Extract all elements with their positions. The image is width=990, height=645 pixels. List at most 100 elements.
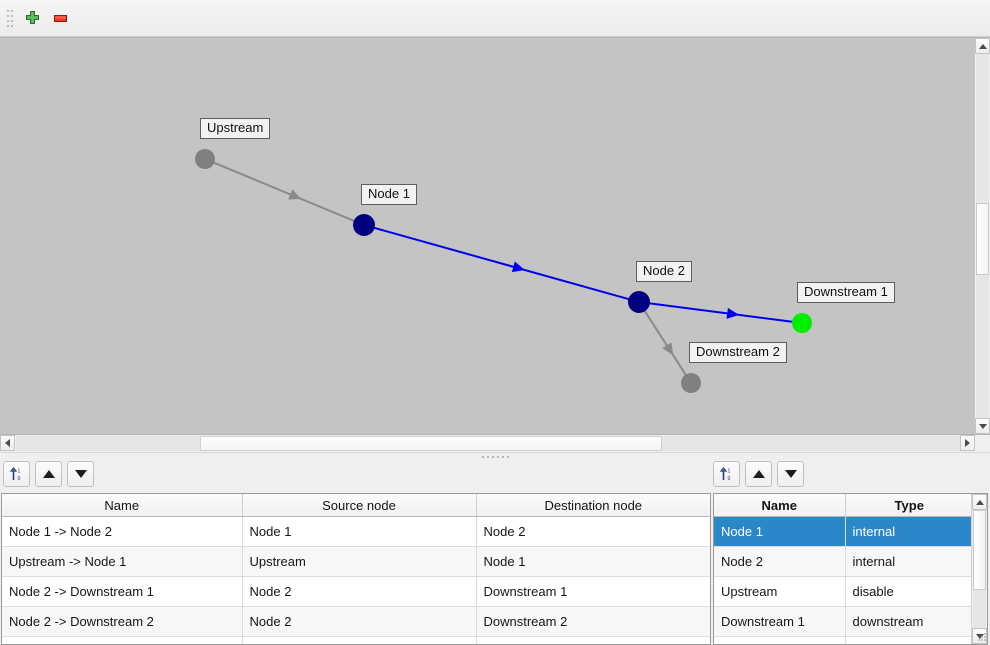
panel-splitter[interactable]	[0, 453, 990, 461]
nodes-table-empty-cell	[714, 636, 846, 644]
drag-grip[interactable]	[4, 7, 12, 29]
edges-table-cell[interactable]: Node 2	[476, 516, 710, 547]
nodes-table-cell[interactable]: disable	[845, 576, 973, 607]
vscroll-track-upper[interactable]	[976, 54, 989, 203]
triangle-up-icon	[42, 470, 55, 478]
triangle-up-icon	[975, 499, 984, 505]
svg-text:9: 9	[727, 476, 730, 482]
edges-table-column-header-1[interactable]: Source node	[242, 494, 477, 517]
edges-table-cell[interactable]: Node 2	[242, 576, 477, 607]
sort-ascending-icon: 1 9	[9, 466, 20, 482]
horizontal-scroll-thumb[interactable]	[200, 436, 662, 451]
edges-table-column-header-0[interactable]: Name	[2, 494, 243, 517]
graph-node-node2[interactable]	[628, 291, 650, 313]
edges-table-cell[interactable]: Node 2	[242, 606, 477, 637]
edges-table-cell[interactable]: Node 2 -> Downstream 2	[2, 606, 243, 637]
nodes-table-scrollbar[interactable]	[971, 494, 987, 644]
nodes-table-cell[interactable]: Node 2	[714, 546, 846, 577]
graph-node-downstream1[interactable]	[792, 313, 812, 333]
triangle-right-icon	[965, 439, 970, 447]
edges-move-up-button[interactable]	[35, 461, 62, 487]
plus-icon	[25, 10, 39, 24]
nodes-table-cell[interactable]: internal	[845, 546, 973, 577]
window-resize-grip[interactable]	[976, 631, 988, 643]
edges-table-cell[interactable]: Upstream -> Node 1	[2, 546, 243, 577]
nodes-move-up-button[interactable]	[745, 461, 772, 487]
node-label-node1[interactable]: Node 1	[361, 184, 417, 205]
node-label-node2[interactable]: Node 2	[636, 261, 692, 282]
graph-edge-upstream-node1[interactable]	[212, 161, 356, 223]
edges-table-toolbar: 1 9	[3, 461, 94, 487]
add-node-button[interactable]	[18, 4, 46, 32]
scroll-left-button[interactable]	[0, 435, 15, 451]
toolbar	[0, 0, 990, 37]
node-label-downstream2[interactable]: Downstream 2	[689, 342, 787, 363]
nodes-table-cell[interactable]: internal	[845, 516, 973, 547]
edges-table-empty-cell	[476, 636, 710, 644]
scroll-up-button[interactable]	[975, 38, 990, 54]
nodes-scroll-thumb[interactable]	[973, 510, 986, 590]
node-label-upstream[interactable]: Upstream	[200, 118, 271, 139]
canvas-vertical-scrollbar[interactable]	[974, 38, 990, 434]
edges-table-cell[interactable]: Node 1 -> Node 2	[2, 516, 243, 547]
scroll-up-button[interactable]	[972, 494, 987, 510]
triangle-up-icon	[752, 470, 765, 478]
edges-table-empty-row[interactable]	[2, 636, 710, 644]
edges-table-cell[interactable]: Upstream	[242, 546, 477, 577]
remove-node-button[interactable]	[46, 4, 74, 32]
edges-table-cell[interactable]: Node 2 -> Downstream 1	[2, 576, 243, 607]
graph-edge-node2-downstream2[interactable]	[643, 309, 687, 376]
scroll-right-button[interactable]	[960, 435, 975, 451]
nodes-table-cell[interactable]: Upstream	[714, 576, 846, 607]
node-label-downstream1[interactable]: Downstream 1	[797, 282, 895, 303]
edges-sort-button[interactable]: 1 9	[3, 461, 30, 487]
nodes-table-cell[interactable]: Downstream 1	[714, 606, 846, 637]
scroll-down-button[interactable]	[975, 418, 990, 434]
nodes-table-cell[interactable]: downstream	[845, 606, 973, 637]
table-toolbars: 1 9 1 9	[0, 461, 990, 493]
vscroll-track-lower[interactable]	[976, 275, 989, 418]
nodes-table-column-header-1[interactable]: Type	[845, 494, 973, 517]
edges-table-cell[interactable]: Downstream 1	[476, 576, 710, 607]
nodes-table-empty-row[interactable]	[714, 636, 973, 644]
edges-move-down-button[interactable]	[67, 461, 94, 487]
edges-table-cell[interactable]: Node 1	[242, 516, 477, 547]
svg-text:1: 1	[17, 469, 20, 475]
nodes-table-cell[interactable]: Node 1	[714, 516, 846, 547]
graph-edge-node2-downstream1[interactable]	[648, 302, 794, 323]
graph-node-downstream2[interactable]	[681, 373, 701, 393]
nodes-move-down-button[interactable]	[777, 461, 804, 487]
canvas-horizontal-scrollbar[interactable]	[0, 435, 990, 453]
scroll-down-button[interactable]	[972, 628, 987, 644]
vertical-scroll-thumb[interactable]	[976, 203, 989, 275]
edges-table-cell[interactable]: Node 1	[476, 546, 710, 577]
edges-table-column-header-2[interactable]: Destination node	[476, 494, 710, 517]
edges-table-cell[interactable]: Downstream 2	[476, 606, 710, 637]
edges-table-empty-cell	[242, 636, 477, 644]
nodes-sort-button[interactable]: 1 9	[713, 461, 740, 487]
nodes-table-empty-cell	[845, 636, 973, 644]
triangle-down-icon	[784, 470, 797, 478]
graph-node-node1[interactable]	[353, 214, 375, 236]
nodes-table-column-header-0[interactable]: Name	[714, 494, 846, 517]
graph-edge-node1-node2[interactable]	[373, 226, 630, 301]
graph-node-upstream[interactable]	[195, 149, 215, 169]
edge-arrowhead-upstream-node1	[288, 189, 302, 200]
